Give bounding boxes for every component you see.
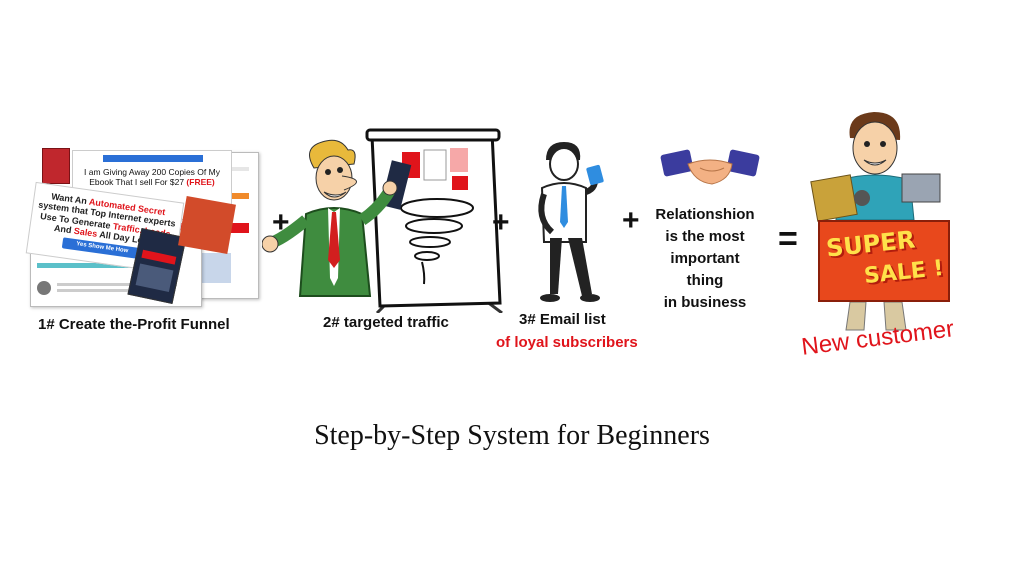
equals-sign: = <box>778 220 798 258</box>
funnel-headline-text: I am Giving Away 200 Copies Of My Ebook … <box>84 167 220 187</box>
super-sale-sign: SUPER SALE ! <box>818 220 950 302</box>
handshake-icon <box>660 149 760 185</box>
relationship-line-3: important <box>670 250 740 267</box>
plus-sign-3: + <box>622 204 640 237</box>
businessman-figure <box>262 139 398 297</box>
step2-label: 2# targeted traffic <box>323 314 449 331</box>
secret-text-4: And <box>53 223 73 236</box>
relationship-line-1: Relationshion <box>655 206 755 223</box>
customer-illustration <box>810 112 941 331</box>
step1-label: 1# Create the-Profit Funnel <box>38 316 230 333</box>
profit-funnel-collage: I am Giving Away 200 Copies Of My Ebook … <box>22 140 272 310</box>
chart-mini-page-2 <box>423 149 447 181</box>
super-sale-line-2: SALE ! <box>862 255 945 290</box>
camera-icon <box>854 190 870 206</box>
shopping-bag-icon <box>810 174 858 222</box>
phone-icon <box>586 164 604 186</box>
step3-label: 3# Email list <box>519 311 606 328</box>
laptop-icon <box>901 173 941 203</box>
relationship-line-5: in business <box>663 294 747 311</box>
funnel-red-panel <box>178 196 236 254</box>
traffic-illustration <box>262 128 503 313</box>
chart-mini-page-4 <box>452 176 468 190</box>
funnel-free-text: (FREE) <box>186 177 215 187</box>
relationship-line-2: is the most <box>665 228 745 245</box>
plus-sign-2: + <box>492 206 510 239</box>
relationship-line-4: thing <box>686 272 724 289</box>
chart-mini-page-3 <box>450 148 468 172</box>
page-caption: Step-by-Step System for Beginners <box>314 420 710 451</box>
secret-highlight-4: Sales <box>73 225 98 239</box>
man-with-phone-figure <box>538 142 604 302</box>
happy-customer-figure <box>810 112 941 331</box>
funnel-tornado-icon <box>400 198 474 285</box>
ebook-cover <box>42 148 70 184</box>
funnel-top-bar <box>103 155 203 162</box>
super-sale-line-1: SUPER <box>824 225 917 263</box>
step3-sublabel: of loyal subscribers <box>496 334 638 351</box>
email-user-illustration <box>538 142 604 302</box>
relationship-text: Relationshion is the most important thin… <box>650 204 760 314</box>
